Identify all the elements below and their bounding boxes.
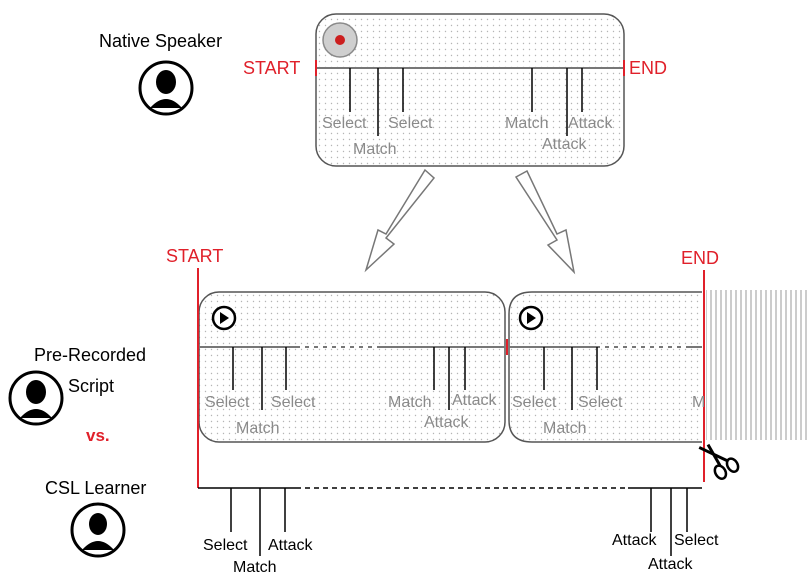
tick-label: Select — [388, 115, 433, 132]
play-icon[interactable] — [518, 305, 544, 331]
tick-label: Attack — [542, 136, 587, 153]
vs-label: vs. — [86, 426, 110, 445]
end-label-top: END — [629, 58, 668, 78]
cut-off-region — [706, 290, 807, 440]
native-clip-box — [315, 13, 625, 167]
person-icon — [70, 502, 126, 558]
left-down-arrow — [364, 168, 436, 273]
pre-recorded-label: Pre-Recorded — [34, 345, 147, 365]
native-ticks — [349, 68, 583, 136]
tick-label: Match — [388, 394, 432, 411]
scissors-icon — [698, 443, 740, 480]
person-icon — [8, 370, 64, 426]
native-speaker-label: Native Speaker — [99, 31, 223, 51]
tick-label: Attack — [424, 414, 469, 431]
tick-label: Attack — [648, 556, 693, 573]
play-icon[interactable] — [211, 305, 237, 331]
tick-label: Select — [271, 394, 316, 411]
start-label-top: START — [243, 58, 301, 78]
tick-label: Select — [512, 394, 557, 411]
script-label: Script — [68, 376, 115, 396]
start-label: START — [166, 246, 224, 266]
csl-learner-label: CSL Learner — [45, 478, 147, 498]
right-down-arrow — [514, 169, 576, 275]
tick-label: Select — [322, 115, 367, 132]
tick-label: Attack — [612, 532, 657, 549]
learner-ticks — [230, 488, 688, 556]
script-clip-2-box — [508, 291, 702, 443]
tick-label: Match — [233, 559, 277, 576]
tick-label: Attack — [452, 392, 497, 409]
tick-label: Attack — [568, 115, 613, 132]
record-icon[interactable] — [322, 22, 358, 58]
script-ticks — [232, 347, 598, 410]
person-icon — [138, 60, 194, 116]
tick-label: Select — [578, 394, 623, 411]
end-label: END — [681, 248, 720, 268]
tick-label: Match — [505, 115, 549, 132]
tick-label: Select — [205, 394, 250, 411]
tick-label: Attack — [268, 537, 313, 554]
tick-label: M — [692, 394, 706, 411]
tick-label: Match — [543, 420, 587, 437]
tick-label: Select — [203, 537, 248, 554]
tick-label: Match — [353, 141, 397, 158]
tick-label: Select — [674, 532, 719, 549]
tick-label: Match — [236, 420, 280, 437]
